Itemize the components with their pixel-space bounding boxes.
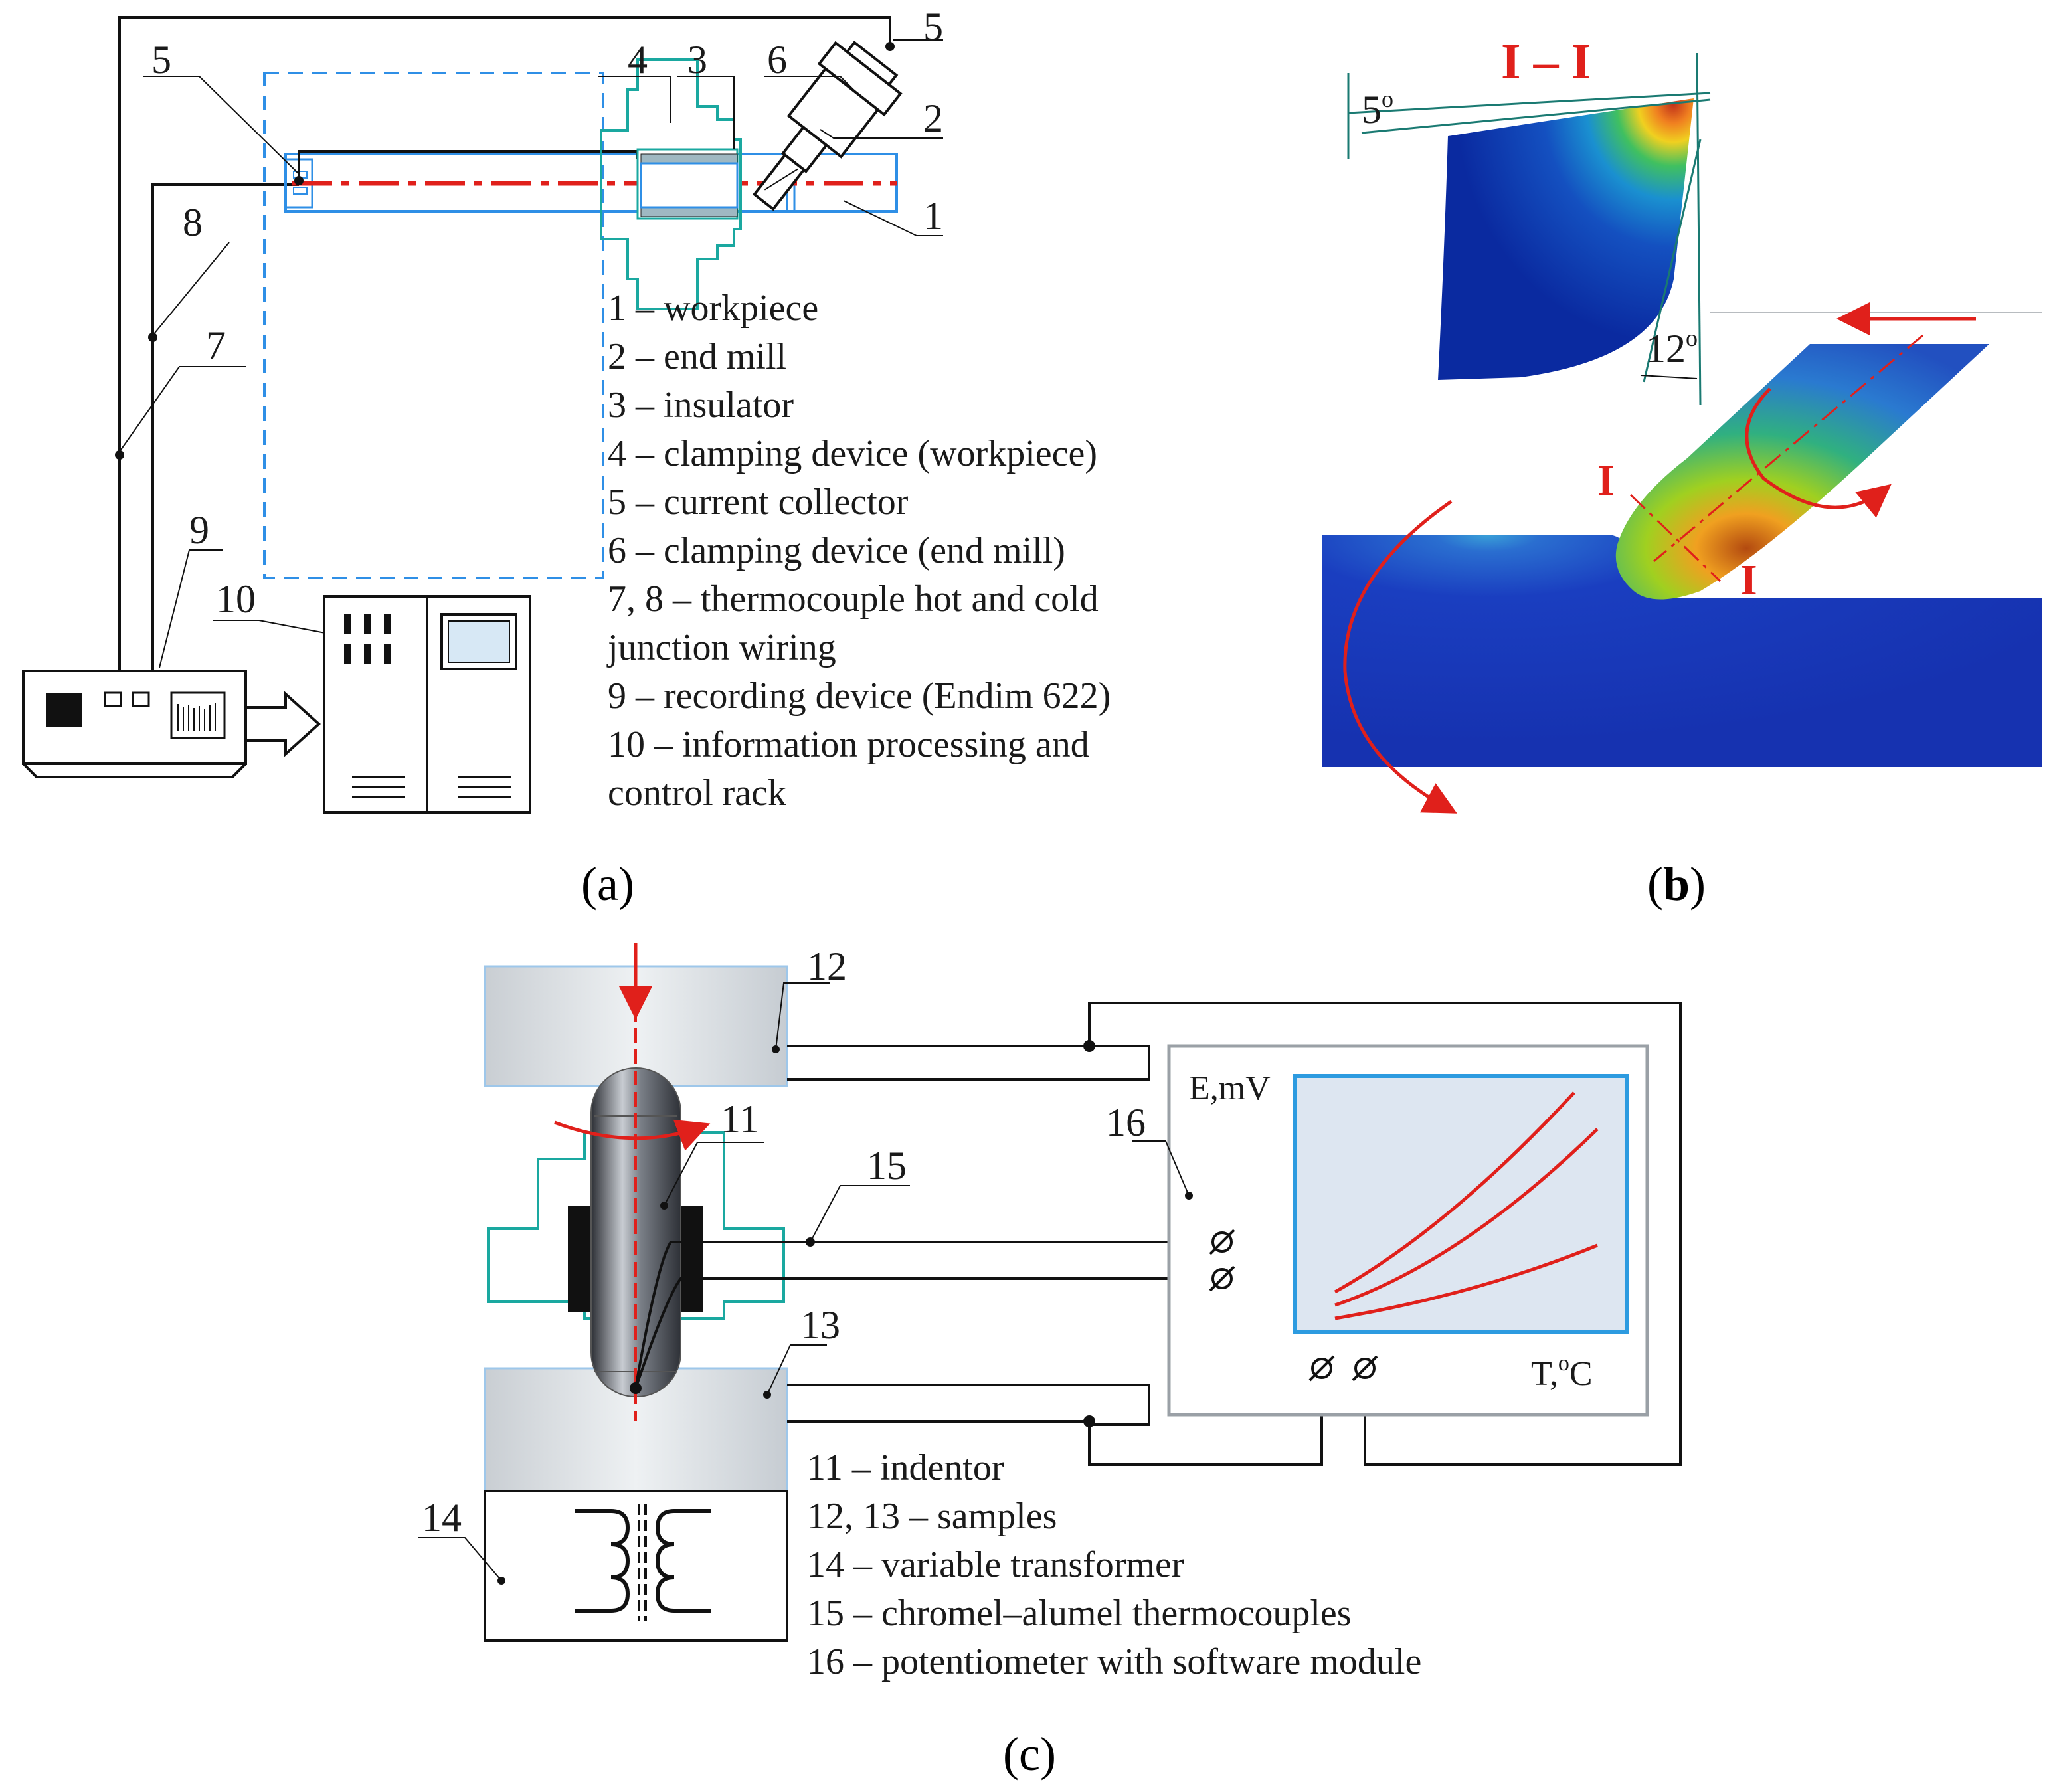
transformer-box <box>484 1490 788 1642</box>
curve-2 <box>1334 1128 1599 1307</box>
legend-c-line: 11 – indentor <box>807 1447 1004 1488</box>
caption-a: (a) <box>581 857 634 911</box>
wire-8 <box>151 183 299 671</box>
label-12: 12 <box>807 944 847 988</box>
legend-c-line: 16 – potentiometer with software module <box>807 1641 1421 1682</box>
data-arrow <box>244 691 321 757</box>
legend-a-line: 6 – clamping device (end mill) <box>608 530 1065 571</box>
section-title: I – I <box>1501 34 1591 90</box>
panel-c: E,mV T,oC 12 11 15 16 13 14 11 – indento… <box>418 943 1682 1781</box>
label-5-left: 5 <box>151 38 171 82</box>
legend-a-line: 10 – information processing and <box>608 724 1089 765</box>
workspace-boundary <box>263 72 604 579</box>
angle-top: 5o <box>1362 86 1393 132</box>
caption-b: (b) <box>1647 857 1706 911</box>
legend-c: 11 – indentor 12, 13 – samples 14 – vari… <box>807 1447 1421 1682</box>
legend-a-line: 4 – clamping device (workpiece) <box>608 433 1097 474</box>
label-9: 9 <box>189 508 209 552</box>
section-mark-2: I <box>1740 556 1757 604</box>
plate <box>1322 535 2042 767</box>
caption-c: (c) <box>1003 1728 1056 1781</box>
axis-y-label: E,mV <box>1189 1069 1271 1107</box>
curve-1 <box>1334 1091 1575 1294</box>
section-mark-1: I <box>1597 456 1615 505</box>
legend-a-line: 2 – end mill <box>608 336 786 377</box>
curve-3 <box>1334 1243 1598 1320</box>
label-10: 10 <box>216 577 256 621</box>
label-16: 16 <box>1106 1101 1146 1144</box>
label-11: 11 <box>721 1097 759 1141</box>
legend-c-line: 14 – variable transformer <box>807 1544 1184 1585</box>
end-mill-holder <box>752 41 903 211</box>
label-14: 14 <box>422 1496 462 1540</box>
rotation-arrow-tool <box>1745 387 1892 518</box>
legend-c-line: 12, 13 – samples <box>807 1496 1057 1537</box>
chuck <box>600 58 742 310</box>
end-mill-model <box>1615 344 1989 600</box>
recording-device <box>22 670 247 778</box>
wire-7 <box>118 16 891 671</box>
legend-a: 1 – workpiece 2 – end mill 3 – insulator… <box>606 288 1111 814</box>
angle-side: 12o <box>1646 325 1698 371</box>
section-shape <box>1438 98 1694 380</box>
legend-a-line: 9 – recording device (Endim 622) <box>608 675 1111 717</box>
legend-a-line: junction wiring <box>606 627 836 668</box>
label-5-right: 5 <box>923 5 943 48</box>
legend-a-line: 3 – insulator <box>608 385 794 426</box>
rotation-arrow-workpiece <box>1343 499 1457 814</box>
legend-a-line: 5 – current collector <box>608 482 909 523</box>
transformer-icon <box>575 1509 711 1613</box>
control-rack <box>323 595 531 814</box>
label-3: 3 <box>687 38 707 82</box>
label-15: 15 <box>867 1144 907 1188</box>
label-7: 7 <box>206 323 226 367</box>
terminal-icon <box>1209 1229 1378 1382</box>
legend-a-line: control rack <box>608 772 786 814</box>
panel-b: I – I 5o 12o I I (b) <box>1322 34 2042 911</box>
panel-a: 5 4 3 6 5 2 8 1 7 9 10 1 – workpiece 2 –… <box>22 5 1111 911</box>
legend-c-line: 15 – chromel–alumel thermocouples <box>807 1593 1352 1634</box>
label-6: 6 <box>767 38 787 82</box>
label-8: 8 <box>183 201 203 244</box>
axis-x-label: T,oC <box>1531 1351 1593 1393</box>
legend-a-line: 7, 8 – thermocouple hot and cold <box>608 579 1099 620</box>
spin-arrow <box>554 1119 711 1151</box>
label-1: 1 <box>923 194 943 238</box>
legend-a-line: 1 – workpiece <box>608 288 818 329</box>
label-4: 4 <box>628 38 648 82</box>
label-2: 2 <box>923 96 943 140</box>
insulator <box>640 153 738 164</box>
label-13: 13 <box>800 1303 840 1347</box>
